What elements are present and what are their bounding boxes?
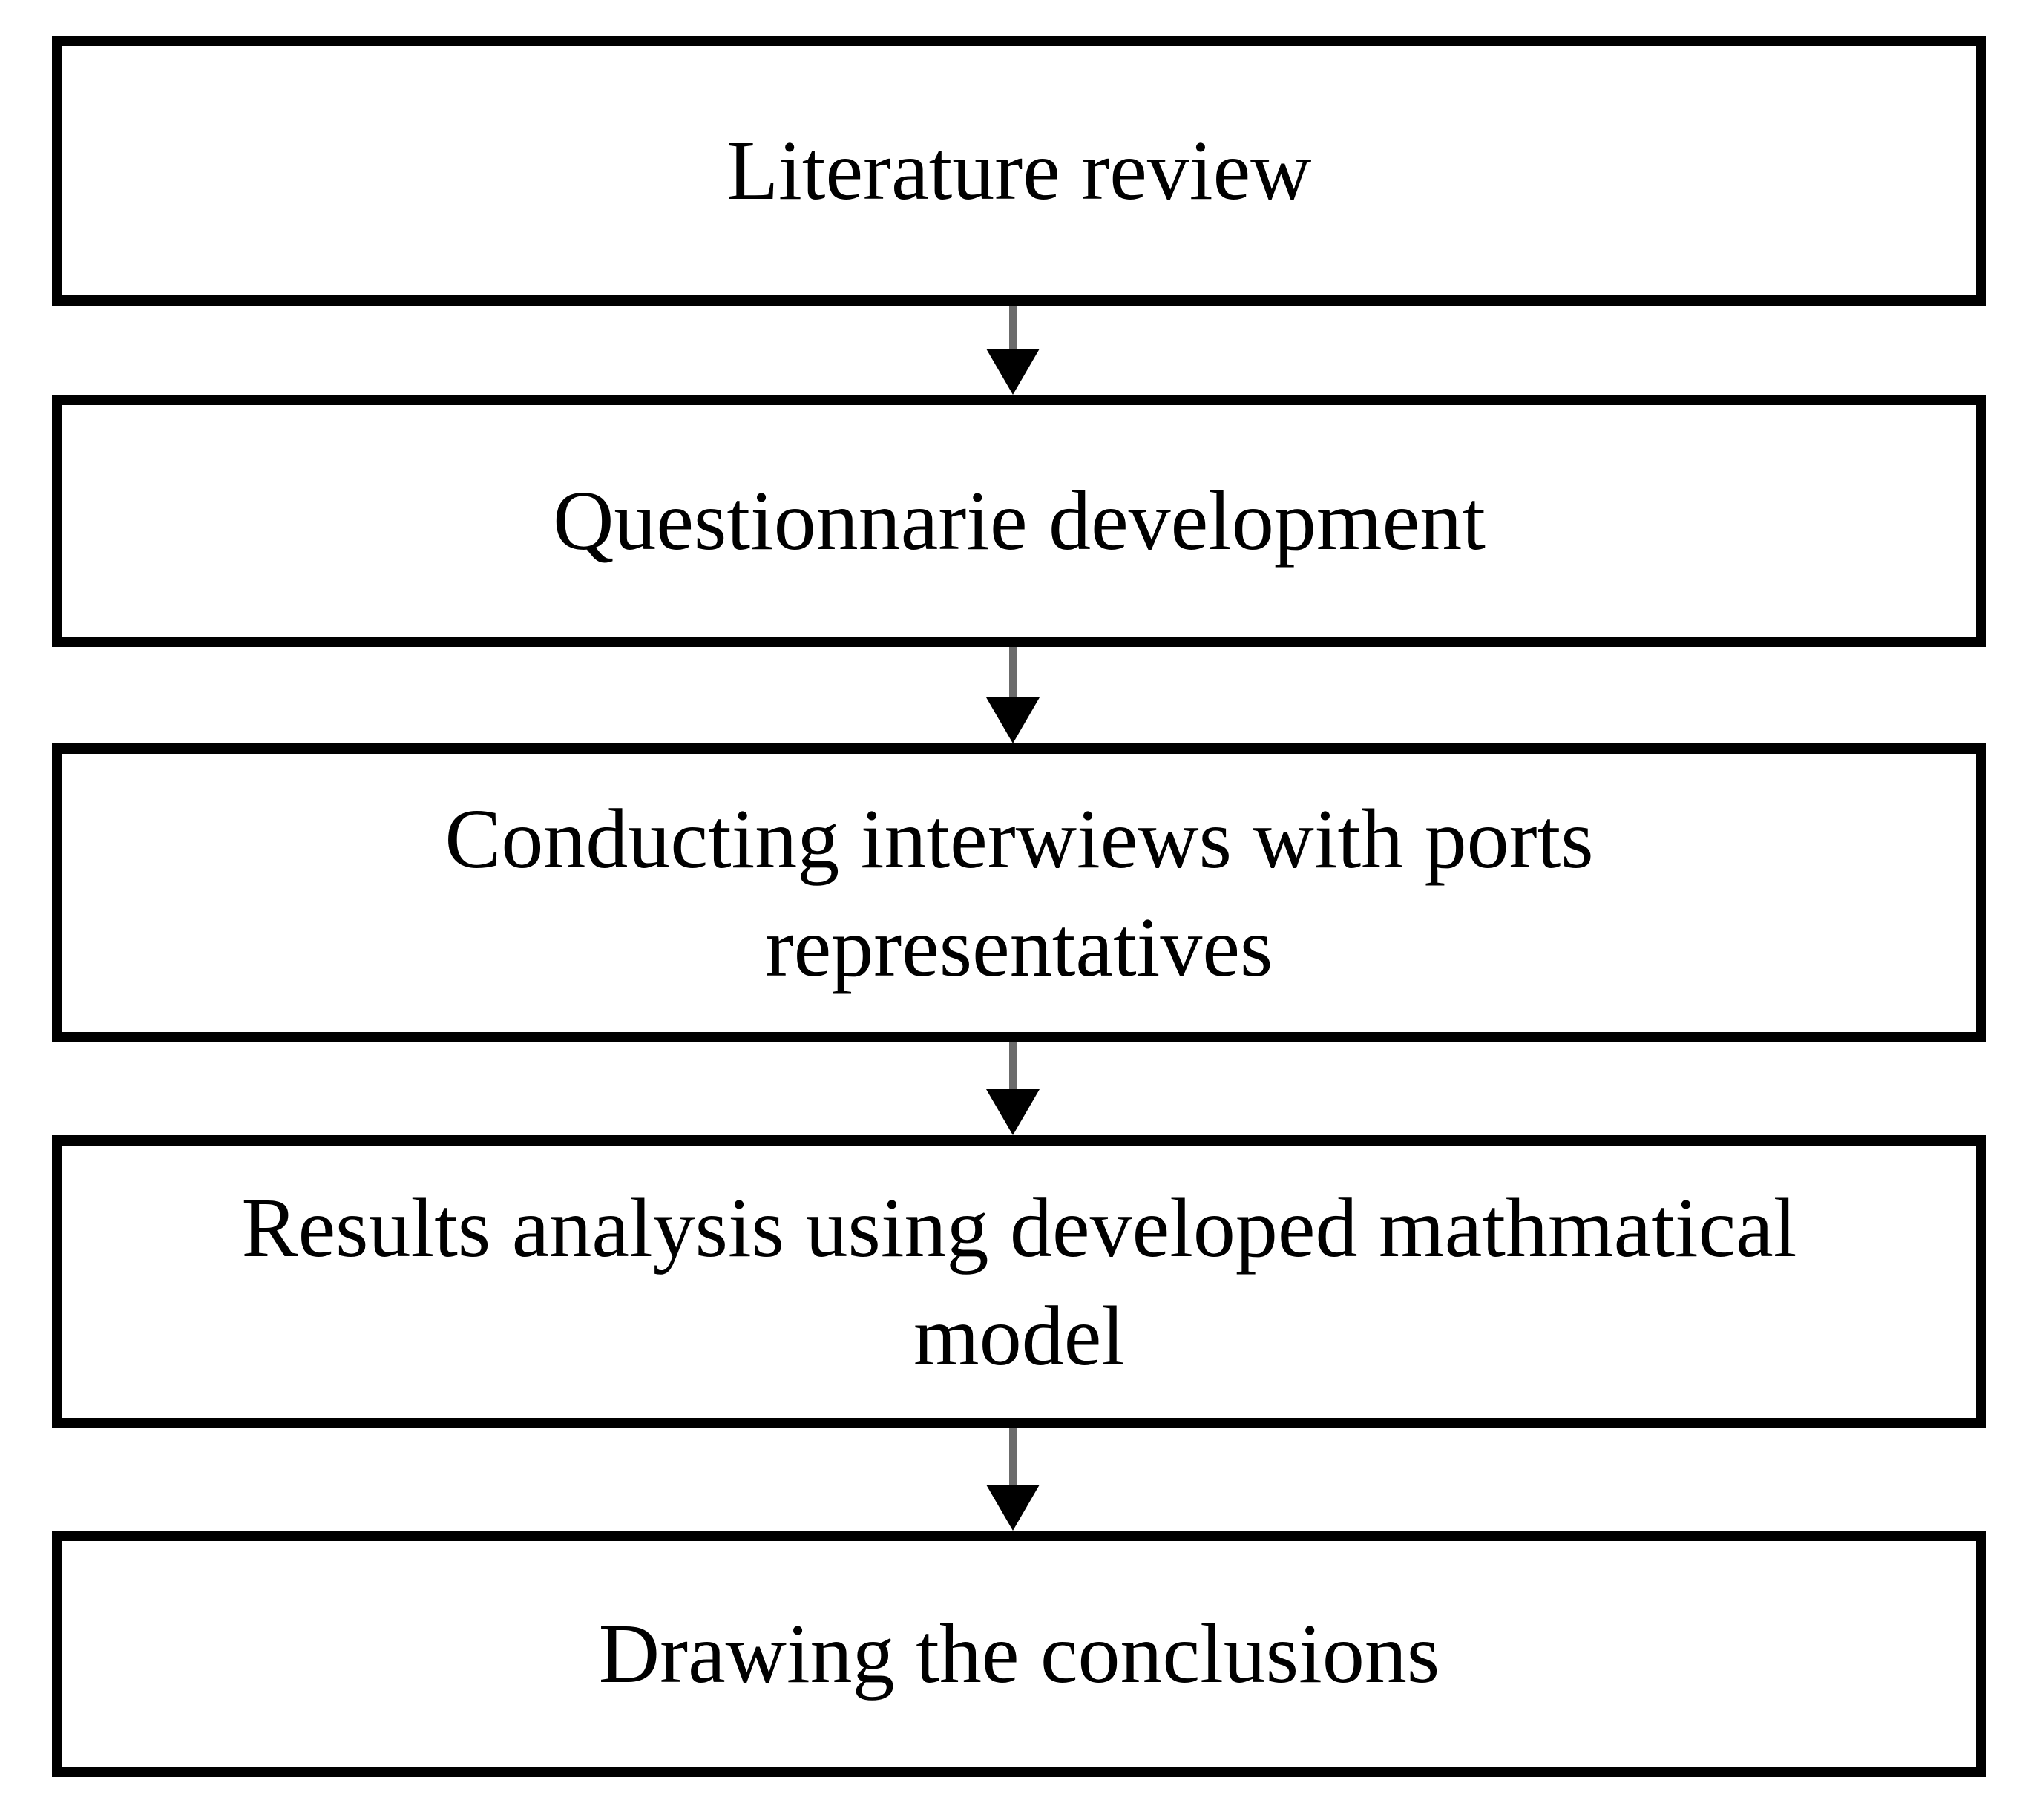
arrow-head [986,697,1040,743]
arrow-head [986,349,1040,395]
down-arrow-icon [986,1042,1040,1135]
box-label-literature-review: Literature review [726,123,1312,218]
flowchart-box-literature-review: Literature review [52,36,1986,306]
box-label-drawing-conclusions: Drawing the conclusions [598,1606,1440,1701]
flowchart-box-conducting-interviews: Conducting interwiews with ports represe… [52,743,1986,1042]
arrow-head [986,1089,1040,1135]
arrow-head [986,1485,1040,1531]
box-label-results-analysis: Results analysis using developed mathmat… [241,1180,1797,1383]
down-arrow-icon [986,1428,1040,1531]
down-arrow-icon [986,647,1040,743]
box-label-questionnaire-development: Questionnarie development [553,473,1486,568]
box-label-conducting-interviews: Conducting interwiews with ports represe… [444,791,1594,994]
down-arrow-icon [986,306,1040,395]
arrow-stem [1009,1042,1017,1089]
arrow-stem [1009,1428,1017,1485]
arrow-stem [1009,647,1017,697]
arrow-stem [1009,306,1017,349]
flowchart-box-results-analysis: Results analysis using developed mathmat… [52,1135,1986,1428]
flowchart-box-questionnaire-development: Questionnarie development [52,395,1986,647]
flowchart-box-drawing-conclusions: Drawing the conclusions [52,1531,1986,1777]
